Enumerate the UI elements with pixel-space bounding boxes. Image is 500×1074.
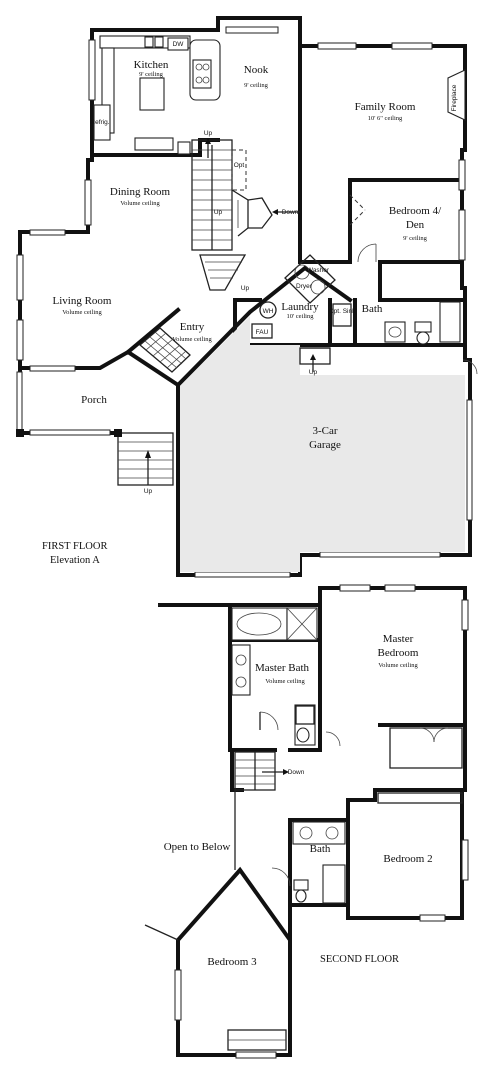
second-floor-room-labels: Master Bedroom Volume ceiling Bedroom 2 … — [164, 633, 433, 968]
bedroom3-label: Bedroom 3 — [207, 956, 257, 968]
master-bedroom-label: Master — [383, 633, 414, 645]
first-floor-bath-fixtures: Bath — [362, 301, 461, 345]
family-room-label: Family Room — [355, 101, 416, 113]
bedroom4-ceiling-note: 9' ceiling — [403, 235, 427, 242]
water-heater-label: WH — [263, 308, 274, 315]
kitchen-ceiling-note: 9' ceiling — [139, 71, 163, 78]
first-floor-bath-label: Bath — [362, 303, 383, 315]
living-room-ceiling-note: Volume ceiling — [62, 309, 102, 316]
garage-area: Up — [180, 316, 478, 572]
laundry-fixtures: Washer Dryer WH FAU Opt. Sink Laundry 10… — [251, 254, 356, 339]
stairs-up-label: Up — [204, 130, 213, 137]
optional-sink-label: Opt. Sink — [329, 308, 356, 315]
kitchen-island — [139, 77, 165, 111]
master-bedroom-label-line2: Bedroom — [378, 647, 419, 659]
dishwasher-label: DW — [173, 41, 185, 48]
refrigerator-icon — [93, 104, 111, 141]
dishwasher-icon — [167, 37, 189, 51]
bedroom2-label: Bedroom 2 — [383, 853, 432, 865]
dryer-label: Dryer — [296, 283, 313, 290]
entry-ceiling-note: Volume ceiling — [172, 336, 212, 343]
fireplace-icon: Fireplace — [447, 69, 466, 121]
porch-steps: Up — [16, 429, 174, 495]
first-floor-title: FIRST FLOOR — [42, 541, 107, 552]
entry-tile-landing — [138, 327, 191, 373]
kitchen-label: Kitchen — [134, 59, 169, 71]
bedroom4-label: Bedroom 4/ — [389, 205, 442, 217]
laundry-ceiling-note: 10' ceiling — [287, 313, 315, 320]
refrigerator-label: Refrig. — [90, 119, 109, 126]
laundry-label: Laundry — [281, 301, 319, 313]
bedroom3-closet — [227, 1029, 287, 1051]
bedroom4-label-line2: Den — [406, 219, 425, 231]
first-floor-subtitle: Elevation A — [50, 555, 100, 566]
first-floor-room-labels: Nook 9' ceiling Family Room 10' 6" ceili… — [53, 64, 443, 451]
kitchen-fixtures: DW Refrig. Kitchen 9' ceiling — [90, 35, 221, 155]
second-floor-stairs-down-label: Down — [288, 769, 305, 776]
nook-label: Nook — [244, 64, 269, 76]
first-floor-plan: DW Refrig. Kitchen 9' ceiling — [16, 16, 478, 578]
first-floor-staircase: Up Up Up Opt Down — [191, 130, 300, 292]
optional-closet-label: Opt — [234, 162, 245, 169]
master-bath-fixtures: Master Bath Volume ceiling — [231, 607, 341, 747]
second-floor-plan: Master Bath Volume ceiling Down — [144, 584, 469, 1059]
furnace-label: FAU — [256, 329, 269, 336]
dining-room-ceiling-note: Volume ceiling — [120, 200, 160, 207]
stairs-up-label-2: Up — [214, 209, 223, 216]
porch-label: Porch — [81, 394, 107, 406]
cooktop-icon — [192, 59, 212, 89]
nook-ceiling-note: 9' ceiling — [244, 82, 268, 89]
second-floor-title: SECOND FLOOR — [320, 954, 399, 965]
master-bath-ceiling-note: Volume ceiling — [265, 678, 305, 685]
living-room-label: Living Room — [53, 295, 112, 307]
garage-label-line2: Garage — [309, 439, 341, 451]
bedroom4-closet — [349, 194, 377, 263]
master-closet — [389, 727, 463, 769]
stairs-up-label-3: Up — [241, 285, 250, 292]
hall-bath-label: Bath — [310, 843, 331, 855]
fireplace-label: Fireplace — [451, 84, 458, 111]
garage-label: 3-Car — [312, 425, 337, 437]
family-room-ceiling-note: 10' 6" ceiling — [368, 115, 403, 122]
second-floor-windows — [174, 584, 469, 1059]
dining-room-label: Dining Room — [110, 186, 171, 198]
bedroom2-closet — [377, 792, 463, 804]
washer-label: Washer — [307, 267, 330, 274]
second-floor-staircase: Down — [234, 751, 305, 791]
open-to-below-label: Open to Below — [164, 841, 231, 853]
master-bedroom-ceiling-note: Volume ceiling — [378, 662, 418, 669]
entry-label: Entry — [180, 321, 205, 333]
garage-stairs-up-label: Up — [309, 369, 318, 376]
master-bath-label: Master Bath — [255, 662, 310, 674]
hall-bath-fixtures: Bath — [271, 821, 346, 904]
porch-stairs-up-label: Up — [144, 488, 153, 495]
